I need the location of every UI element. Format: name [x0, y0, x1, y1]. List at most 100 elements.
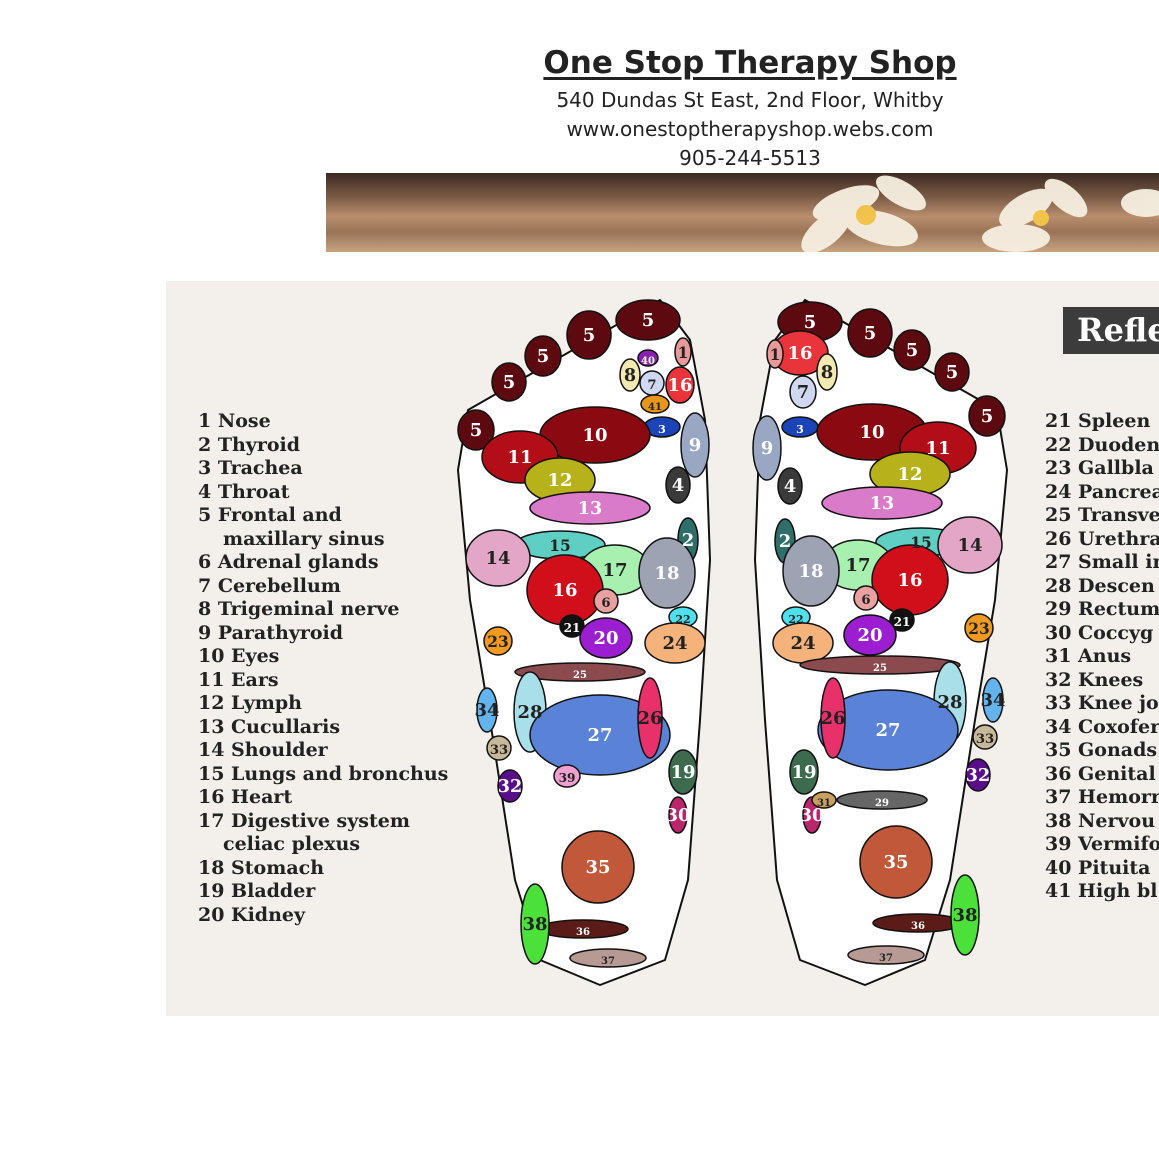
reflex-zone	[777, 467, 803, 505]
legend-item: 10 Eyes	[198, 645, 280, 667]
legend-item: celiac plexus	[223, 833, 361, 855]
zone-number: 40	[641, 356, 655, 367]
legend-item: 32 Knees	[1045, 668, 1144, 691]
reflex-zone	[637, 349, 659, 367]
legend-item: 3 Trachea	[198, 457, 303, 479]
reflex-zone	[665, 466, 691, 504]
zone-number: 5	[981, 406, 994, 427]
zone-number: 24	[790, 633, 815, 654]
legend-item: 29 Rectum	[1045, 598, 1159, 620]
reflex-zone	[799, 655, 961, 675]
legend-item: 22 Duoden	[1045, 433, 1159, 456]
reflex-zone	[680, 412, 710, 478]
legend-item: maxillary sinus	[223, 527, 385, 550]
shop-title: One Stop Therapy Shop	[543, 45, 957, 81]
zone-number: 23	[487, 633, 508, 651]
zone-number: 4	[672, 475, 685, 496]
reflex-zone	[789, 749, 819, 795]
reflex-zone	[789, 375, 817, 409]
left-foot-zones	[457, 299, 710, 968]
legend-item: 23 Gallbla	[1045, 457, 1154, 479]
legend-item: 35 Gonads	[1045, 739, 1158, 761]
zone-number: 18	[654, 563, 679, 584]
zone-number: 30	[799, 805, 824, 826]
zone-number: 36	[576, 927, 590, 938]
reflex-zone	[968, 395, 1006, 437]
zone-number: 3	[796, 423, 804, 436]
zone-number: 27	[875, 720, 900, 741]
zone-number: 38	[952, 905, 977, 926]
zone-number: 5	[946, 362, 959, 383]
zone-number: 13	[578, 498, 602, 519]
legend-item: 28 Descen	[1045, 574, 1155, 597]
legend-item: 7 Cerebellum	[198, 574, 341, 597]
reflex-zone	[674, 337, 692, 367]
zone-number: 18	[798, 561, 823, 582]
zone-number: 2	[682, 530, 695, 551]
reflex-zone	[619, 358, 641, 392]
legend-item: 27 Small in	[1045, 551, 1159, 573]
reflex-zone	[836, 790, 928, 810]
zone-number: 11	[925, 438, 950, 459]
zone-number: 16	[787, 343, 812, 364]
zone-number: 6	[601, 596, 610, 611]
zone-number: 5	[503, 372, 516, 393]
zone-number: 34	[474, 700, 499, 721]
reflex-zone	[982, 677, 1004, 723]
zone-number: 11	[507, 447, 532, 468]
zone-number: 35	[585, 857, 610, 878]
zone-number: 17	[602, 560, 627, 581]
zone-number: 5	[583, 325, 596, 346]
shop-address: 540 Dundas St East, 2nd Floor, Whitby	[556, 88, 944, 112]
zone-number: 26	[820, 708, 845, 729]
zone-number: 33	[976, 732, 994, 747]
zone-number: 36	[911, 921, 925, 932]
zone-number: 35	[883, 852, 908, 873]
reflex-zone	[782, 535, 840, 607]
zone-number: 1	[770, 346, 781, 364]
reflex-zone	[553, 764, 581, 788]
zone-number: 25	[873, 663, 887, 674]
zone-number: 16	[897, 570, 922, 591]
zone-number: 13	[870, 493, 894, 514]
reflex-zone	[615, 299, 681, 341]
zone-number: 8	[821, 362, 834, 383]
reflex-zone	[817, 689, 959, 771]
zone-number: 14	[485, 548, 510, 569]
legend-item: 36 Genital	[1045, 762, 1156, 785]
reflex-zone	[859, 825, 933, 899]
zone-number: 5	[906, 340, 919, 361]
reflex-zone	[593, 588, 619, 614]
zone-number: 4	[784, 476, 797, 497]
shop-phone: 905-244-5513	[679, 146, 821, 170]
zone-number: 24	[662, 633, 687, 654]
legend-item: 31 Anus	[1045, 645, 1132, 667]
reflex-zone	[847, 945, 925, 965]
zone-number: 21	[564, 621, 581, 635]
reflex-zone	[816, 353, 838, 391]
legend-item: 5 Frontal and	[198, 504, 342, 526]
flower-decoration	[801, 175, 1159, 252]
zone-number: 21	[894, 615, 911, 629]
zone-number: 30	[665, 805, 690, 826]
zone-number: 37	[879, 953, 893, 964]
zone-number: 5	[864, 323, 877, 344]
zone-number: 23	[968, 620, 989, 638]
reflex-zone	[457, 409, 495, 451]
reflex-zone	[843, 614, 897, 656]
zone-number: 5	[804, 312, 817, 333]
zone-number: 26	[637, 708, 662, 729]
reflex-zone	[520, 883, 550, 965]
zone-number: 7	[797, 382, 809, 403]
right-foot-zones	[752, 301, 1006, 965]
reflex-zone	[964, 613, 994, 643]
legend-item: 15 Lungs and bronchus	[198, 762, 449, 785]
reflex-zone	[497, 769, 523, 803]
zone-number: 27	[587, 725, 612, 746]
zone-number: 10	[582, 425, 607, 446]
zone-number: 15	[910, 534, 931, 552]
